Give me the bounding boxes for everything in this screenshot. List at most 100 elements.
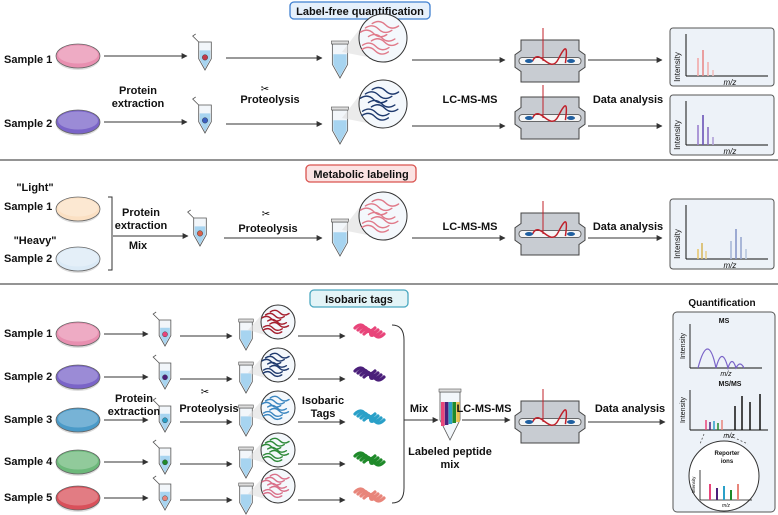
peptide-strand xyxy=(364,25,393,34)
peptide-zoom xyxy=(342,79,408,129)
iso-sample-label: Sample 2 xyxy=(4,371,52,383)
lf-protein-extraction-line1: Protein xyxy=(119,85,157,97)
ms-label: MS xyxy=(719,318,730,325)
zoom-circle xyxy=(358,79,408,129)
intensity-axis-label: Intensity xyxy=(673,52,682,82)
label-free-title-badge: Label-free quantification xyxy=(289,1,431,20)
panel-frame xyxy=(669,198,775,270)
tube-sample xyxy=(197,230,203,237)
mz-axis-label: m/z xyxy=(724,147,737,156)
peptide-strand xyxy=(367,211,396,220)
tag-head xyxy=(369,495,375,501)
peptide-strand xyxy=(262,367,283,374)
peptide-strand xyxy=(267,482,288,489)
isobaric-tag xyxy=(353,323,386,339)
peptide-strand xyxy=(262,488,283,495)
peptide-strand xyxy=(367,33,396,42)
iso-data-analysis-label: Data analysis xyxy=(595,403,665,415)
ms-peak xyxy=(697,348,745,371)
tube-cap xyxy=(238,404,254,409)
dish-body xyxy=(55,321,101,347)
lc-ms-instrument xyxy=(514,85,586,140)
peptide-strand xyxy=(262,413,283,421)
tube-lid xyxy=(152,475,160,485)
tube-sample xyxy=(162,417,168,424)
mz-axis-label: m/z xyxy=(720,371,732,378)
tube-band xyxy=(441,402,445,426)
isobaric-tag xyxy=(353,366,386,382)
peptide-strand xyxy=(370,38,399,47)
isobaric-tag xyxy=(353,487,386,503)
tube-liquid xyxy=(333,120,347,143)
zoom-line xyxy=(725,433,749,445)
dish-body xyxy=(55,364,101,390)
tube-lid xyxy=(152,397,160,407)
tube-sample xyxy=(162,495,168,502)
scissors-icon: ✂ xyxy=(262,209,270,220)
peptide-strand xyxy=(261,401,282,408)
instrument-part xyxy=(525,420,533,424)
peptide-strand xyxy=(361,46,390,55)
tube-cap xyxy=(438,388,462,393)
ml-protein-extraction-line2: extraction xyxy=(115,220,168,232)
petri-dish xyxy=(55,196,101,223)
tube-lid xyxy=(152,311,160,321)
iso-sample-label: Sample 1 xyxy=(4,328,52,340)
tube-sample xyxy=(202,117,208,124)
tag-head xyxy=(369,459,375,465)
petri-dish xyxy=(55,109,101,136)
peptide-strand xyxy=(267,404,288,411)
tube-band xyxy=(448,402,453,424)
isobaric-tag xyxy=(353,409,386,425)
petri-dish xyxy=(55,407,101,434)
tube-cap xyxy=(331,106,349,111)
tube xyxy=(331,218,349,257)
reporter-ions-line1: Reporter xyxy=(714,451,740,457)
tube-band xyxy=(456,402,460,422)
tube-lid xyxy=(152,439,160,449)
labeled-peptide-mix-line2: mix xyxy=(441,459,461,471)
intensity-axis-label: Intensity xyxy=(680,332,687,359)
peptide-zoom xyxy=(248,432,296,468)
tube-cap xyxy=(238,318,254,323)
peptide-strand xyxy=(359,95,388,104)
dish-body xyxy=(55,449,101,475)
iso-protein-extraction-line2: extraction xyxy=(108,406,161,418)
metabolic-title: Metabolic labeling xyxy=(313,169,408,181)
instrument-part xyxy=(567,420,575,424)
iso-sample-label: Sample 4 xyxy=(4,456,53,468)
isobaric-tag xyxy=(353,451,386,467)
reporter-ions-line2: ions xyxy=(721,459,734,465)
peptide-strand xyxy=(364,203,393,212)
peptide-zoom xyxy=(248,468,296,504)
dish-body xyxy=(55,485,101,511)
tube xyxy=(238,482,254,515)
peptide-strand xyxy=(262,370,283,378)
peptide-strand xyxy=(264,312,285,319)
iso-lcms-label: LC-MS-MS xyxy=(457,403,512,415)
dish-shine xyxy=(58,409,98,428)
tube-sample xyxy=(162,374,168,381)
lc-ms-instrument xyxy=(514,28,586,83)
peptide-strand xyxy=(267,446,288,453)
tube-band xyxy=(452,402,456,423)
peptide-strand xyxy=(371,198,400,207)
lf-arrows xyxy=(104,53,663,129)
mz-axis-label: m/z xyxy=(724,261,737,270)
intensity-axis-label: Intensity xyxy=(691,476,696,494)
peptide-strand xyxy=(269,407,290,414)
peptide-strand xyxy=(262,452,283,459)
panel-frame xyxy=(669,27,775,87)
dish-shine xyxy=(58,111,98,130)
dish-body xyxy=(55,246,101,272)
peptide-zoom xyxy=(342,191,408,241)
tube xyxy=(238,446,254,479)
peptide-strand xyxy=(264,398,285,405)
peptide-strand xyxy=(262,491,283,499)
peptide-strand xyxy=(371,86,400,95)
peptide-strand xyxy=(359,207,388,216)
peptide-strand xyxy=(370,216,399,225)
